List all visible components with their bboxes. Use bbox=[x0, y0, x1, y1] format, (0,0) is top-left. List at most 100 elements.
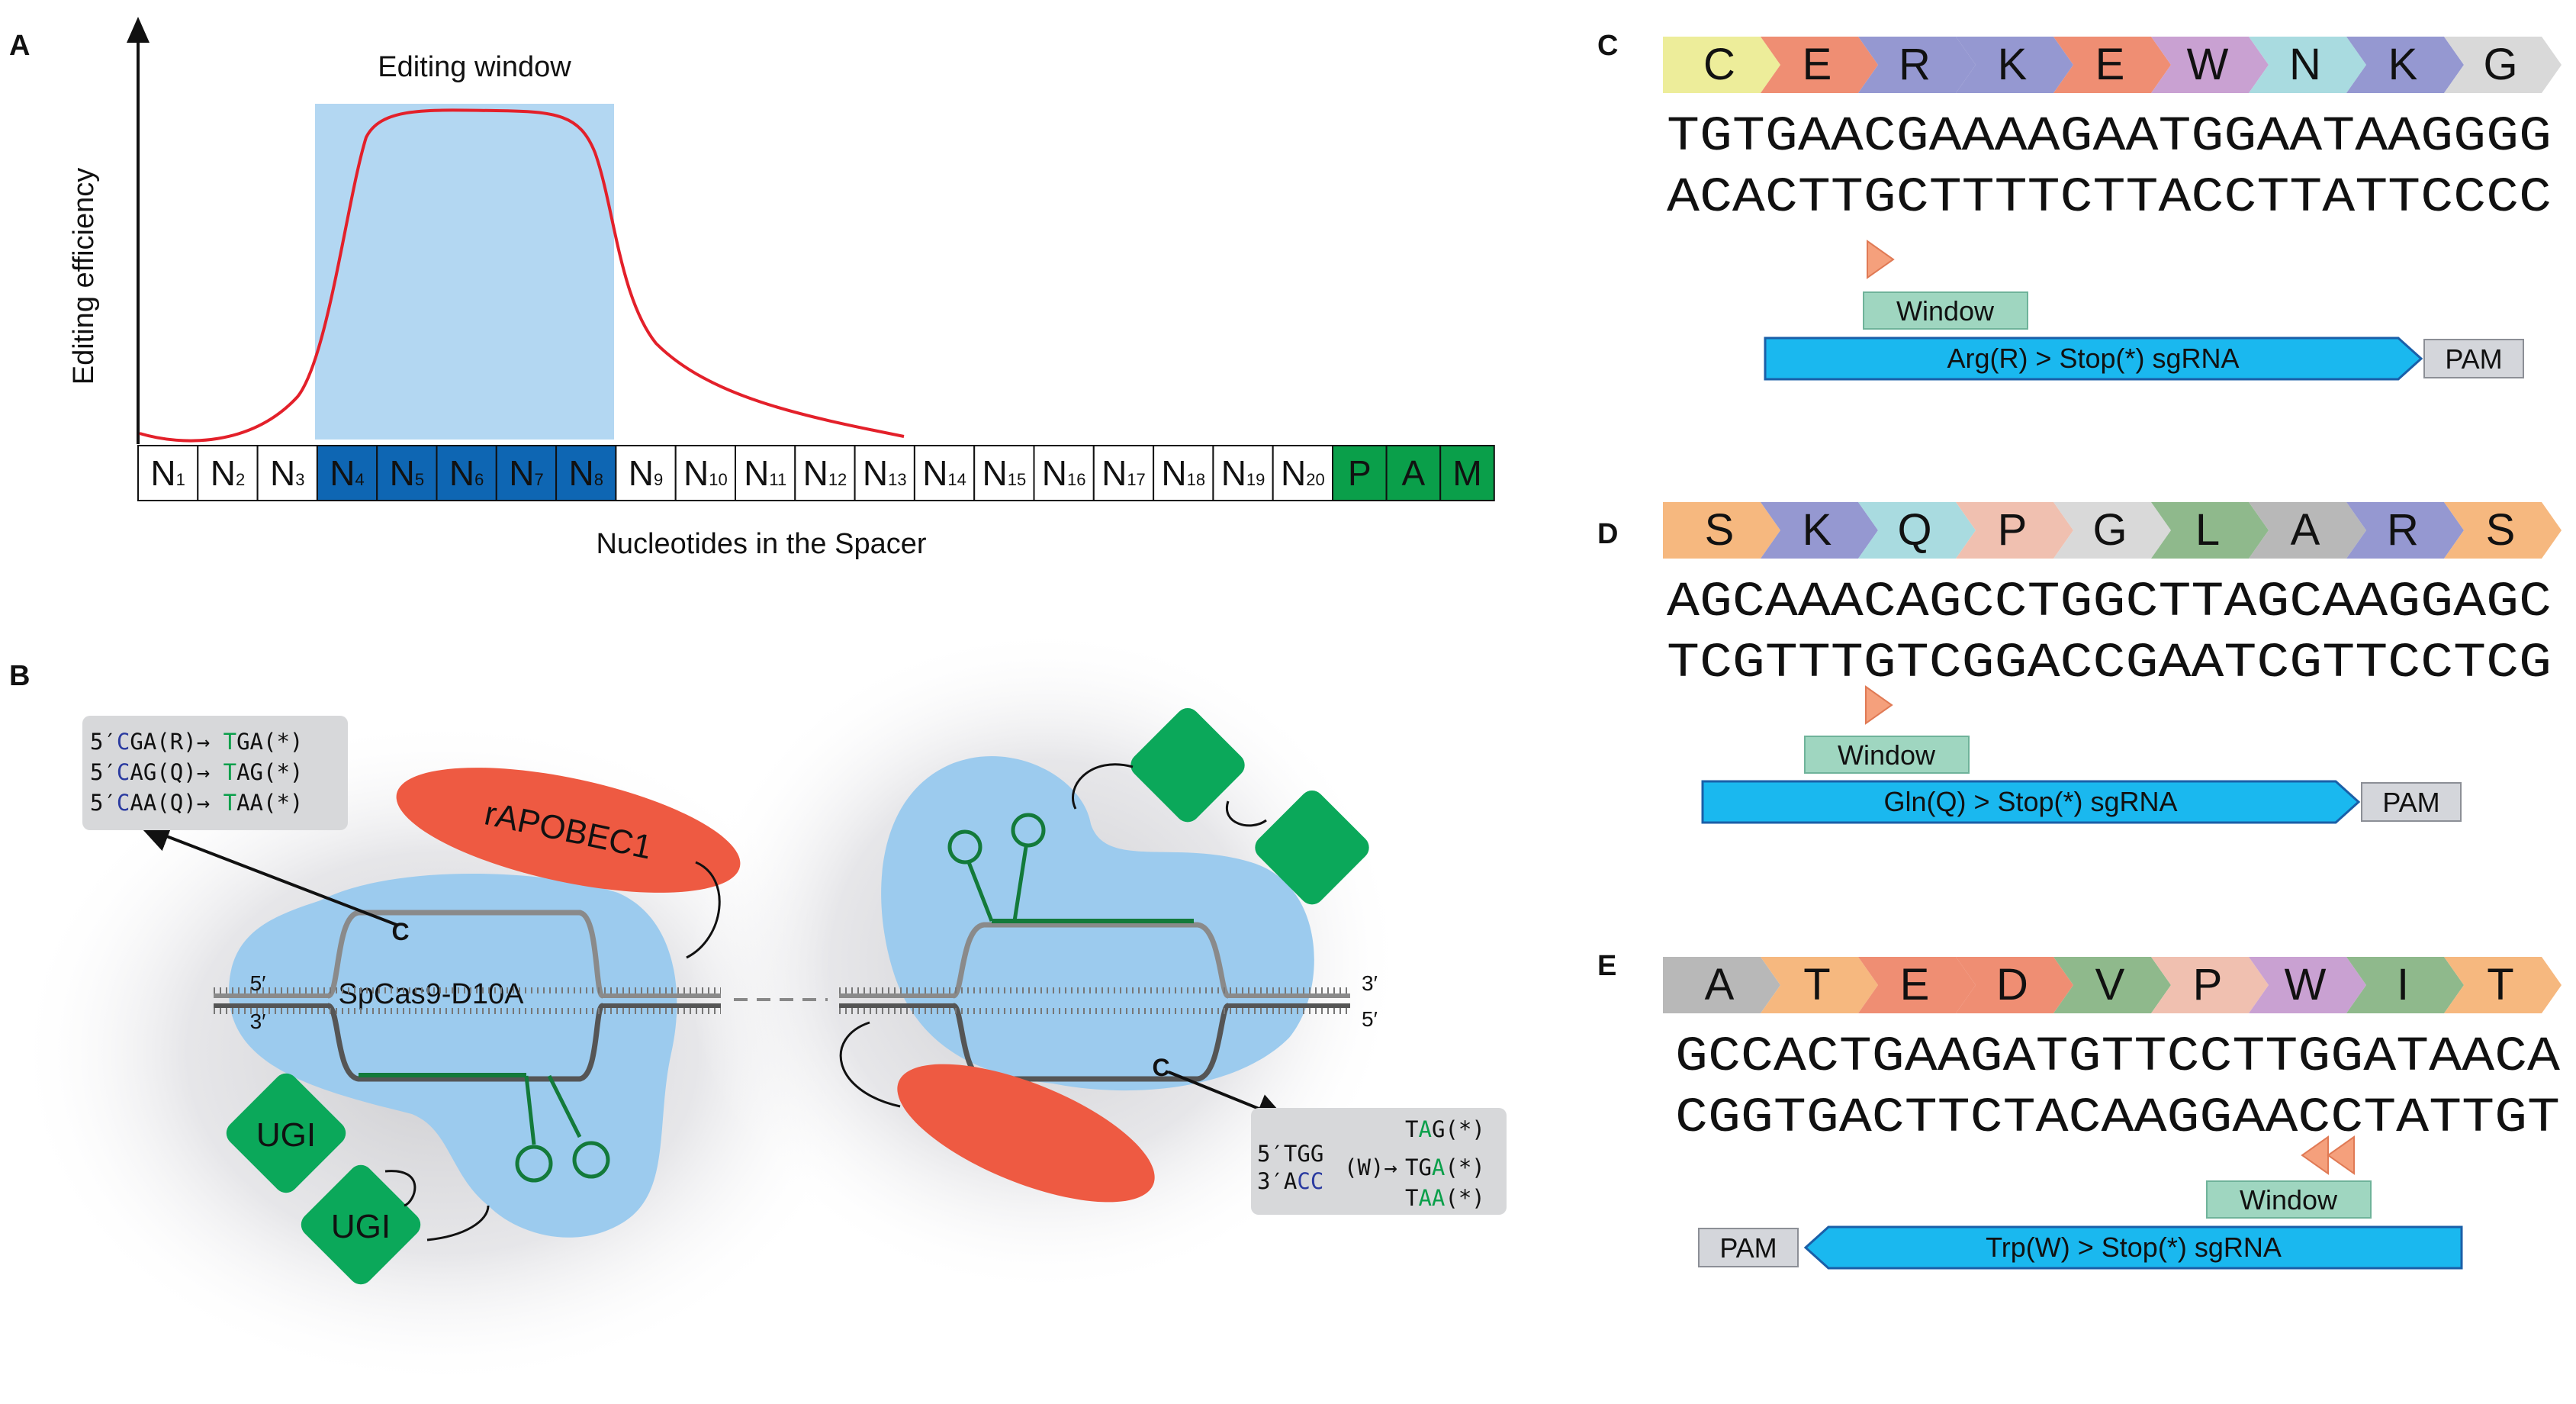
amino-acid-chevron: K bbox=[2346, 37, 2464, 93]
spacer-cell-label: N17 bbox=[1101, 453, 1146, 493]
y-axis-arrow-icon bbox=[127, 17, 150, 43]
codon-row: 5′TGG bbox=[1257, 1141, 1323, 1167]
spacer-cell-label: A bbox=[1402, 453, 1426, 493]
window-box: Window bbox=[1863, 291, 2028, 330]
pam-label: PAM bbox=[2382, 787, 2439, 818]
spacer-cell-label: M bbox=[1452, 453, 1481, 493]
spacer-cell: N20 bbox=[1272, 445, 1333, 501]
prime3-right: 3′ bbox=[1362, 971, 1378, 995]
amino-acid-label: V bbox=[2095, 960, 2125, 1010]
ugi-2: UGI bbox=[301, 1164, 421, 1285]
pam-box: PAM bbox=[2423, 339, 2524, 378]
editing-window-title: Editing window bbox=[378, 51, 571, 83]
codon-box-1 bbox=[82, 716, 348, 830]
amino-acid-label: L bbox=[2195, 505, 2220, 555]
panel-a-letter: A bbox=[9, 30, 30, 62]
prime5-left: 5′ bbox=[250, 971, 266, 995]
amino-acid-label: A bbox=[2291, 505, 2320, 555]
amino-acid-chevron: G bbox=[2444, 37, 2562, 93]
sgrna-arrow: Gln(Q) > Stop(*) sgRNA bbox=[1701, 780, 2361, 824]
amino-acid-chevron: K bbox=[1761, 502, 1878, 559]
dna-duplex-left bbox=[214, 910, 721, 1082]
amino-acid-chevron: T bbox=[2444, 957, 2562, 1013]
ugi-label-2: UGI bbox=[331, 1208, 391, 1245]
spacer-cell: N1 bbox=[137, 445, 199, 501]
amino-acid-chevron: W bbox=[2249, 957, 2366, 1013]
amino-acid-chevron: I bbox=[2346, 957, 2464, 1013]
spacer-cell: N7 bbox=[495, 445, 558, 501]
sgrna-hairpin-left bbox=[524, 1074, 582, 1145]
spacer-cell: N4 bbox=[316, 445, 378, 501]
spacer-cell-label: N14 bbox=[922, 453, 966, 493]
amino-acid-chevron: P bbox=[1956, 502, 2073, 559]
codon-row: (W)→ bbox=[1344, 1154, 1397, 1180]
spacer-cell: N17 bbox=[1092, 445, 1155, 501]
ugi-linker-2 bbox=[426, 1205, 490, 1241]
amino-acid-chevron: R bbox=[2346, 502, 2464, 559]
amino-acid-label: Q bbox=[1897, 505, 1931, 555]
sgrna-label: Trp(W) > Stop(*) sgRNA bbox=[1986, 1232, 2282, 1263]
spacer-cell-label: N16 bbox=[1042, 453, 1086, 493]
amino-acid-chevron: A bbox=[2249, 502, 2366, 559]
hairpin-loop-icon bbox=[572, 1141, 610, 1179]
codon-row: 5′CAG(Q)→ TAG(*) bbox=[90, 759, 303, 785]
hairpin-loop-icon bbox=[1011, 813, 1046, 848]
amino-acid-chevron: S bbox=[1663, 502, 1780, 559]
top-strand-sequence: AGCAAACAGCCTGGCTTAGCAAGGAGC bbox=[1667, 575, 2552, 630]
spacer-cell: P bbox=[1332, 445, 1388, 501]
spacer-cell: N12 bbox=[794, 445, 856, 501]
amino-acid-chevron: V bbox=[2053, 957, 2171, 1013]
panelC-letter: C bbox=[1597, 30, 1618, 62]
spacer-cell-label: N11 bbox=[744, 453, 786, 493]
ugi-4 bbox=[1255, 791, 1369, 905]
amino-acid-chevron: W bbox=[2151, 37, 2269, 93]
spacer-cell-label: P bbox=[1348, 453, 1372, 493]
spacer-cell: N10 bbox=[674, 445, 737, 501]
amino-acid-label: K bbox=[2388, 40, 2418, 89]
sgrna-arrow: Arg(R) > Stop(*) sgRNA bbox=[1764, 337, 2423, 381]
sgrna-label: Gln(Q) > Stop(*) sgRNA bbox=[1883, 786, 2177, 817]
amino-acid-chevron: Q bbox=[1858, 502, 1976, 559]
amino-acid-chevron: E bbox=[1858, 957, 1976, 1013]
spacer-cell: N19 bbox=[1212, 445, 1274, 501]
amino-acid-label: K bbox=[1803, 505, 1832, 555]
top-strand-sequence: TGTGAACGAAAAGAATGGAATAAGGGG bbox=[1667, 110, 2552, 165]
efficiency-curve bbox=[139, 108, 905, 443]
prime3-left: 3′ bbox=[250, 1010, 266, 1033]
pam-box: PAM bbox=[2361, 782, 2462, 822]
edit-direction-arrow-icon bbox=[1867, 240, 1895, 279]
spacer-cell: N5 bbox=[376, 445, 438, 501]
amino-acid-label: W bbox=[2285, 960, 2327, 1010]
hairpin-loop-icon bbox=[947, 829, 982, 865]
amino-acid-label: G bbox=[2092, 505, 2127, 555]
amino-acid-chevron: P bbox=[2151, 957, 2269, 1013]
codon-row: TAG(*) bbox=[1405, 1116, 1485, 1142]
spacer-cell-label: N18 bbox=[1161, 453, 1205, 493]
codon-box-2 bbox=[1251, 1108, 1507, 1215]
spacer-cell-label: N8 bbox=[569, 453, 603, 493]
window-label: Window bbox=[1896, 295, 1995, 327]
spacer-cell: N2 bbox=[197, 445, 259, 501]
amino-acid-label: I bbox=[2397, 960, 2409, 1010]
panel-b: B SpCas9-D10A rAPOBEC1 5′ 3′ C bbox=[9, 626, 1507, 1389]
spacer-cell-label: N20 bbox=[1281, 453, 1325, 493]
rapobec1-enzyme bbox=[396, 768, 741, 893]
window-label: Window bbox=[2240, 1184, 2338, 1216]
spacer-cell: N6 bbox=[436, 445, 497, 501]
amino-acid-label: E bbox=[1803, 40, 1832, 89]
amino-acid-label: R bbox=[1899, 40, 1931, 89]
cas9-label: SpCas9-D10A bbox=[339, 978, 525, 1010]
amino-acid-chevron: D bbox=[1956, 957, 2073, 1013]
bottom-strand-sequence: CGGTGACTTCTACAAGGAACCTATTGT bbox=[1675, 1091, 2560, 1146]
amino-acid-label: A bbox=[1705, 960, 1735, 1010]
window-box: Window bbox=[2206, 1180, 2372, 1219]
edit-direction-arrow-icon bbox=[2327, 1135, 2355, 1175]
spacer-cell-label: N9 bbox=[629, 453, 663, 493]
edit-direction-arrow-icon bbox=[1865, 685, 1893, 725]
codon-row: TGA(*) bbox=[1405, 1154, 1485, 1180]
prime5-right: 5′ bbox=[1362, 1007, 1378, 1031]
